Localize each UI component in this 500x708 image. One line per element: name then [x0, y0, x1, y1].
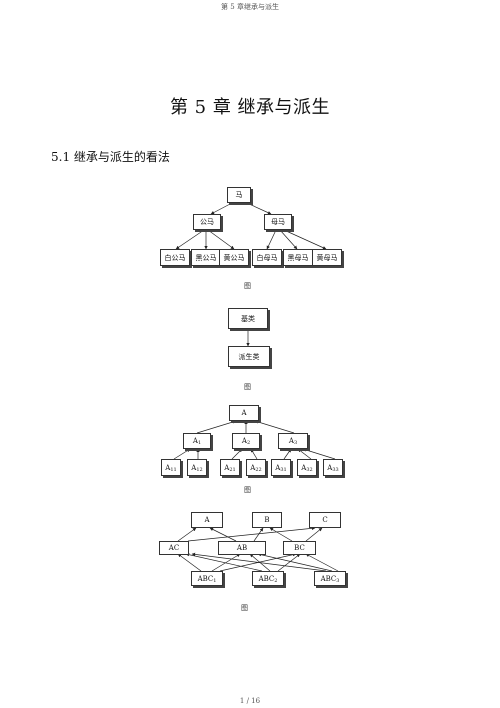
figure1-node-mare: 母马	[264, 214, 292, 230]
figure2-derived-class-node: 派生类	[228, 346, 270, 367]
figure4-top-node: A	[191, 512, 223, 528]
figure1-leaf-node: 黄公马	[219, 249, 249, 266]
figure4-top-node: C	[309, 512, 341, 528]
figure4-top-node: B	[252, 512, 282, 528]
figure4-middle-node: AC	[159, 541, 189, 555]
figure1-node-stallion: 公马	[193, 214, 221, 230]
figure4-connectors	[177, 526, 339, 572]
figure1-leaf-node: 白母马	[252, 249, 282, 266]
figure4-middle-node: AB	[218, 541, 266, 555]
figure1-root-node: 马	[227, 187, 251, 203]
figure1-connectors	[175, 202, 327, 250]
chapter-title: 第 5 章 继承与派生	[169, 97, 331, 118]
figure1-caption: 图	[244, 282, 251, 290]
figure3-connectors	[173, 420, 336, 460]
figure2-base-class-node: 基类	[228, 308, 268, 329]
page-number: 1 / 16	[239, 697, 261, 705]
figure1-leaf-node: 黑母马	[283, 249, 313, 266]
figure4-middle-node: BC	[283, 541, 316, 555]
figure1-leaf-node: 黑公马	[191, 249, 221, 266]
figure3-caption: 图	[244, 486, 251, 494]
figure3-root-node: A	[229, 405, 259, 421]
figure1-leaf-node: 白公马	[160, 249, 190, 266]
section-heading: 5.1 继承与派生的看法	[51, 150, 170, 164]
figure4-caption: 图	[241, 604, 248, 612]
figure2-caption: 图	[244, 383, 251, 391]
figure1-leaf-node: 黄母马	[312, 249, 342, 266]
running-header: 第 5 章继承与派生	[221, 3, 279, 11]
